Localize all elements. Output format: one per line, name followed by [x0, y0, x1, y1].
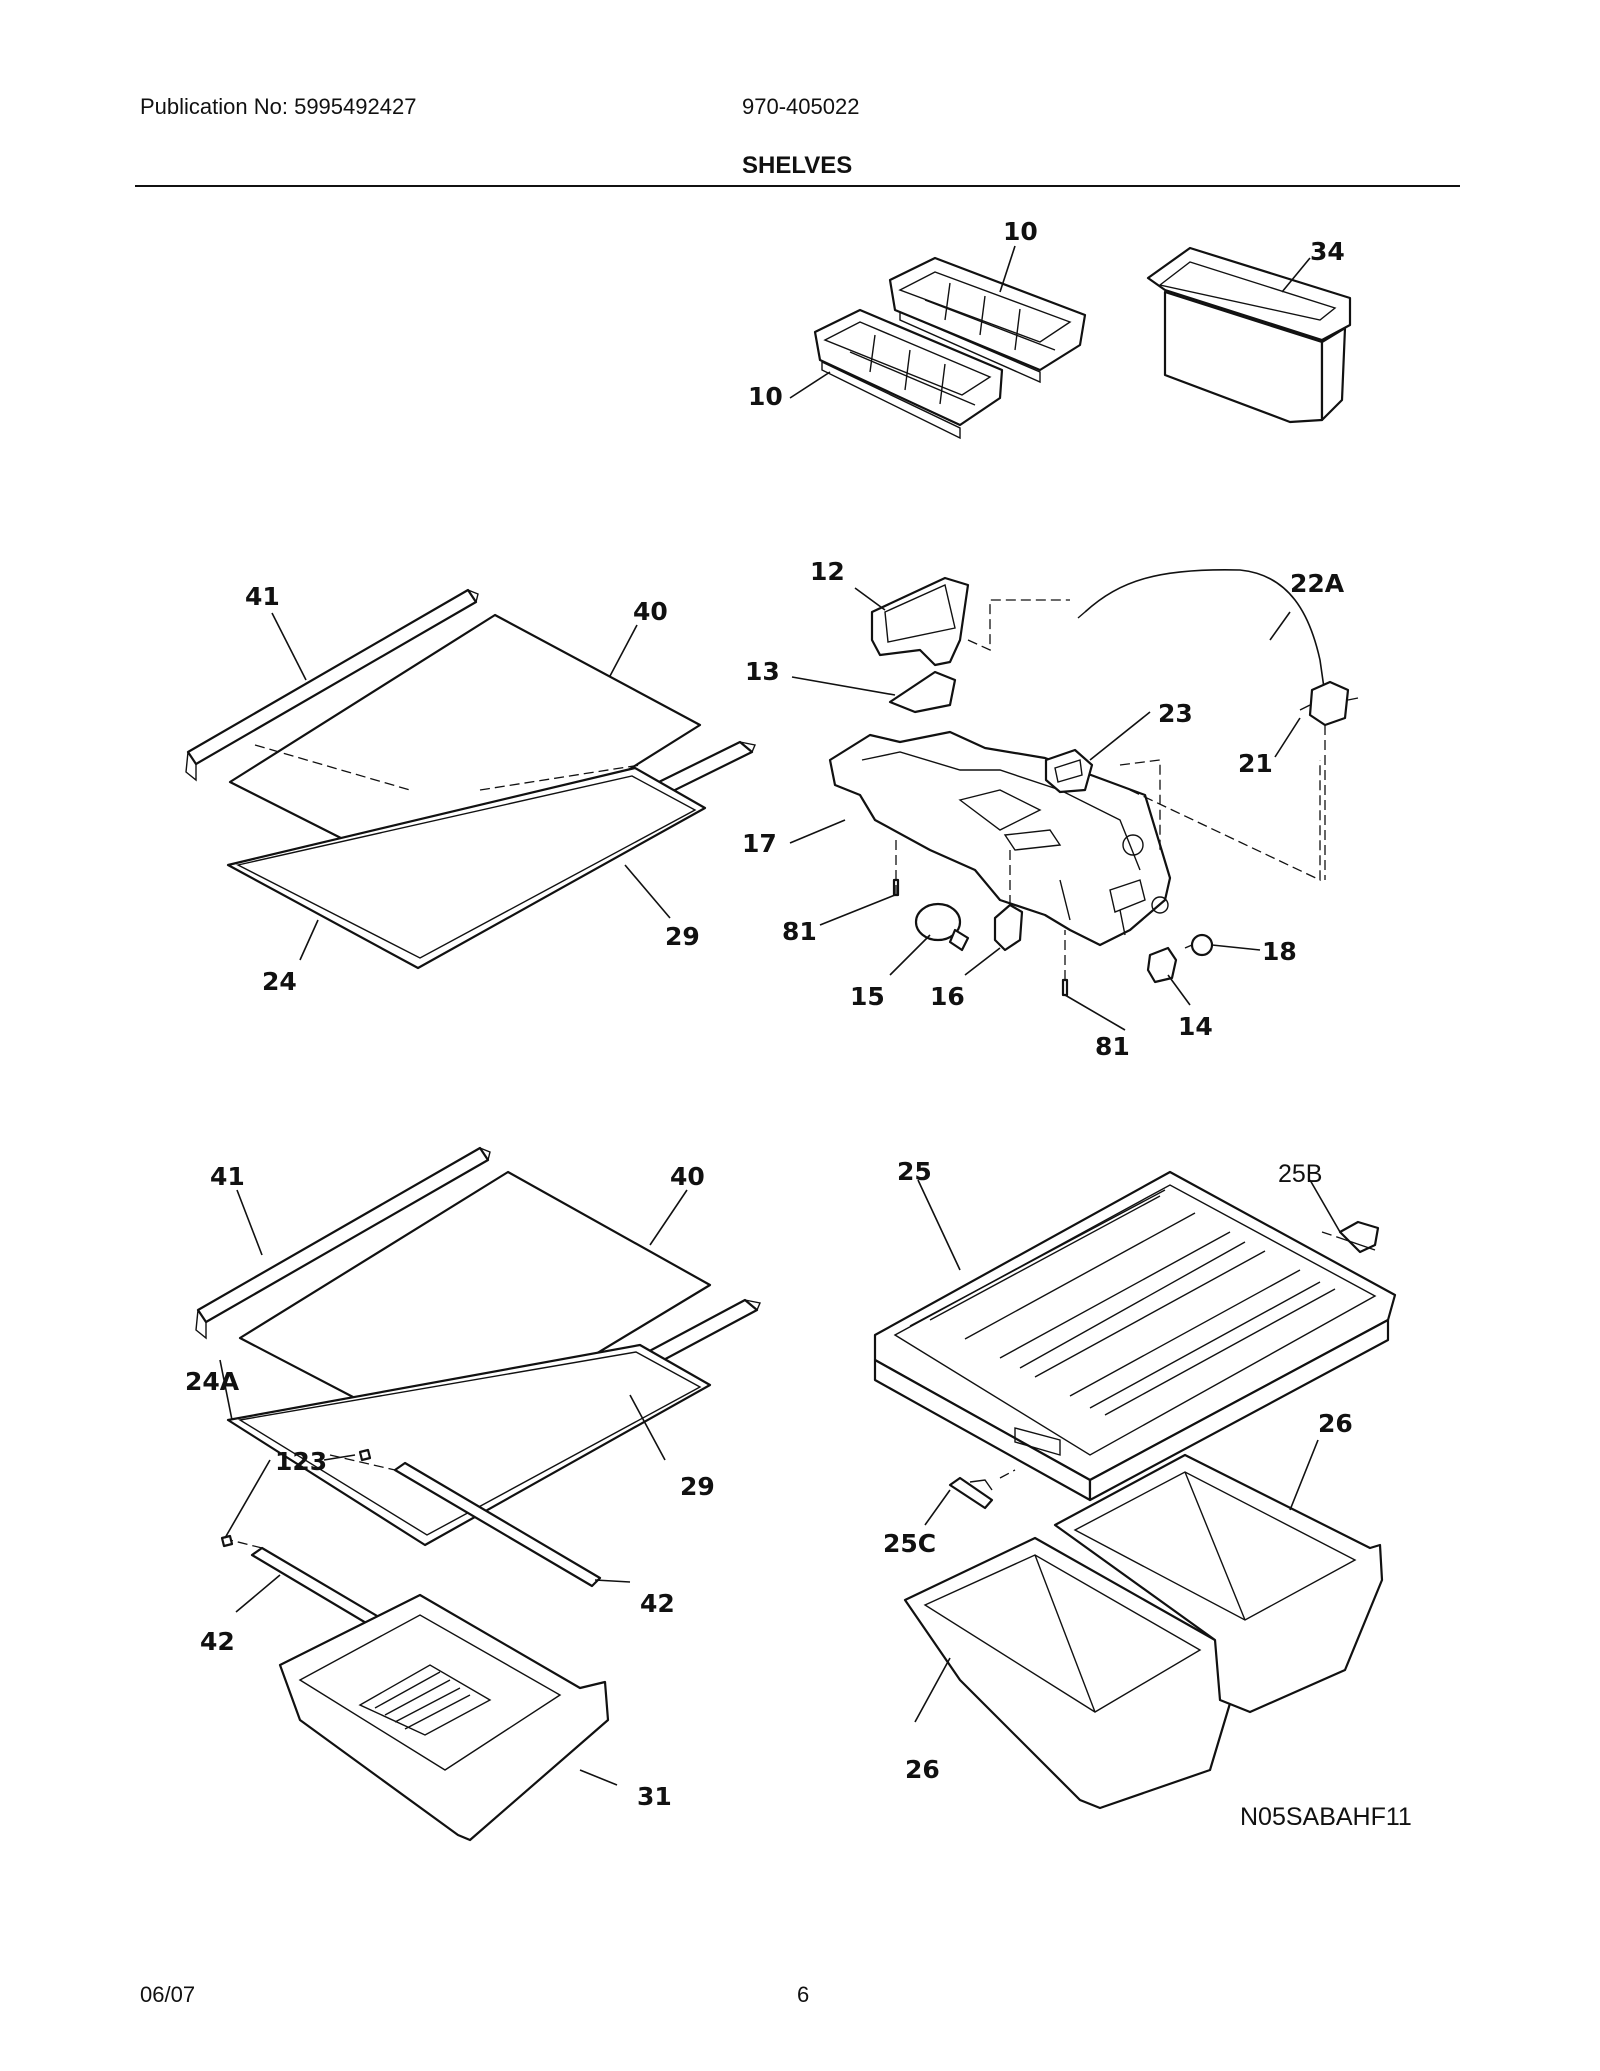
crisper-pan-left	[903, 1536, 1242, 1810]
callout-10-rear: 10	[1003, 217, 1038, 246]
ice-tray-front	[813, 308, 1004, 440]
callout-29-top: 29	[665, 922, 700, 951]
callout-17: 17	[742, 829, 777, 858]
crisper-slide-rail-rear	[393, 1461, 602, 1588]
callout-25: 25	[897, 1157, 932, 1186]
callout-23: 23	[1158, 699, 1193, 728]
shelf-frame-bottom	[226, 1343, 712, 1547]
callout-15: 15	[850, 982, 885, 1011]
shelf-front-trim-bottom	[195, 1146, 491, 1340]
damper-motor	[1044, 748, 1094, 794]
page-number: 6	[797, 1982, 810, 2007]
callout-21: 21	[1238, 749, 1273, 778]
light-socket	[993, 903, 1024, 952]
callout-13: 13	[745, 657, 780, 686]
callout-26-left: 26	[905, 1755, 940, 1784]
callout-16: 16	[930, 982, 965, 1011]
callout-26-right: 26	[1318, 1409, 1353, 1438]
callout-25B: 25B	[1278, 1160, 1322, 1188]
shelf-screw	[220, 1448, 372, 1548]
publication-number: Publication No: 5995492427	[140, 94, 417, 119]
light-switch	[1146, 946, 1178, 984]
thermostat-switch	[1299, 680, 1359, 727]
callout-40-bottom: 40	[670, 1162, 705, 1191]
callout-31: 31	[637, 1782, 672, 1811]
ice-tray-rear	[888, 256, 1087, 384]
wire-harness	[1077, 568, 1326, 696]
screw-lower	[1061, 978, 1069, 997]
header-rule	[135, 185, 1460, 187]
callout-22A: 22A	[1290, 569, 1345, 598]
diagram-code: N05SABAHF11	[1240, 1803, 1412, 1831]
callout-25C: 25C	[883, 1529, 936, 1558]
callout-18: 18	[1262, 937, 1297, 966]
callout-81-lower: 81	[1095, 1032, 1130, 1061]
callout-42-left: 42	[200, 1627, 235, 1656]
chute-flap	[888, 670, 957, 714]
callout-14: 14	[1178, 1012, 1213, 1041]
callout-24A: 24A	[185, 1367, 240, 1396]
callout-29-bottom: 29	[680, 1472, 715, 1501]
crisper-pan-right	[1053, 1453, 1384, 1714]
callout-81-upper: 81	[782, 917, 817, 946]
callout-12: 12	[810, 557, 845, 586]
callout-41-top: 41	[245, 582, 280, 611]
door-bin	[1146, 246, 1352, 424]
callout-10-front: 10	[748, 382, 783, 411]
light-bulb	[914, 902, 970, 952]
humidity-control	[1338, 1220, 1380, 1254]
callout-41-bottom: 41	[210, 1162, 245, 1191]
footer-date: 06/07	[140, 1982, 196, 2007]
ice-chute	[870, 576, 970, 667]
shelf-front-trim-top	[185, 588, 479, 782]
meat-keeper-pan	[278, 1593, 610, 1842]
callout-34: 34	[1310, 237, 1345, 266]
leader-lines	[219, 245, 1341, 1786]
switch-button	[1184, 933, 1214, 957]
model-number: 970-405022	[742, 94, 860, 119]
shelf-frame-top	[226, 766, 707, 970]
humidity-slide	[948, 1476, 994, 1510]
callout-123: 123	[275, 1447, 327, 1476]
callout-24: 24	[262, 967, 297, 996]
callout-40-top: 40	[633, 597, 668, 626]
page-title: SHELVES	[742, 152, 853, 179]
callout-42-right: 42	[640, 1589, 675, 1618]
crisper-cover	[873, 1170, 1397, 1502]
